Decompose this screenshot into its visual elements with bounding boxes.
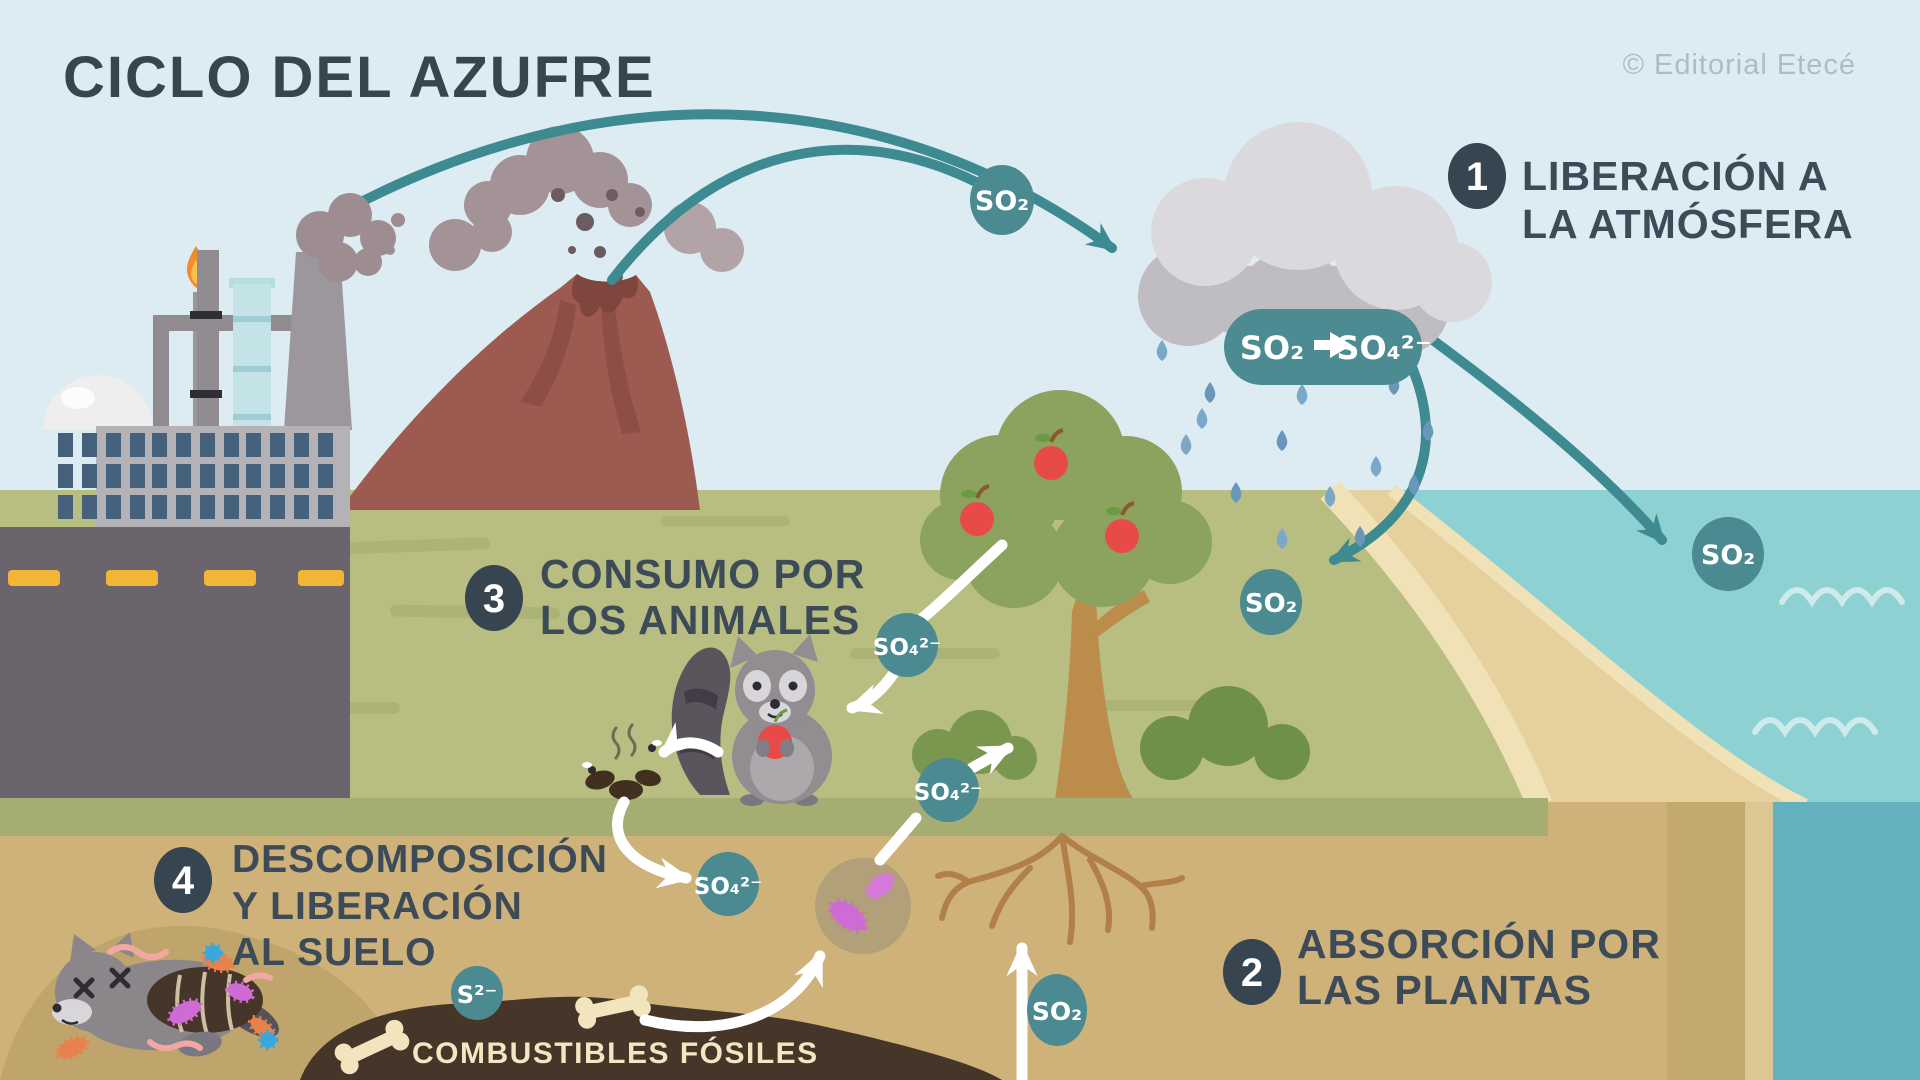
so2-badge-land: SO₂ — [1240, 569, 1302, 635]
bush-right — [1140, 686, 1310, 780]
copyright-notice: © Editorial Etecé — [1623, 49, 1856, 81]
svg-text:SO₄²⁻: SO₄²⁻ — [873, 635, 941, 661]
rainout-to-land-arrow — [1329, 337, 1431, 565]
svg-text:CONSUMO POR: CONSUMO POR — [540, 551, 865, 597]
rainout-to-sea-arrow — [1425, 333, 1667, 545]
svg-text:SO₄²⁻: SO₄²⁻ — [694, 874, 762, 900]
process-column — [233, 284, 271, 432]
svg-text:2: 2 — [1241, 951, 1263, 995]
svg-text:SO₂: SO₂ — [975, 186, 1029, 217]
sand-cliff-light — [1745, 802, 1773, 1080]
svg-text:4: 4 — [172, 859, 195, 903]
sea-wave — [1779, 587, 1905, 608]
so4-badge-soil: SO₄²⁻ — [914, 758, 982, 822]
so2-badge-sky: SO₂ — [970, 165, 1034, 235]
beach-sand — [1330, 490, 1805, 805]
beach-inner-band — [1320, 481, 1552, 811]
svg-text:LOS ANIMALES: LOS ANIMALES — [540, 597, 860, 643]
so2-to-so4-pill: SO₂ SO₄²⁻ — [1224, 309, 1432, 385]
step-3-label: 3 CONSUMO POR LOS ANIMALES — [465, 551, 865, 643]
step-1-label: 1 LIBERACIÓN A LA ATMÓSFERA — [1448, 143, 1854, 247]
rain-cloud — [1138, 122, 1492, 366]
worms — [107, 944, 273, 1052]
road-markings — [8, 570, 344, 586]
step-2-label: 2 ABSORCIÓN POR LAS PLANTAS — [1223, 921, 1661, 1013]
apples — [960, 428, 1139, 553]
volcano-illustration — [340, 126, 744, 510]
thin-stack — [197, 250, 219, 430]
column-cap — [229, 278, 275, 288]
svg-text:1: 1 — [1466, 155, 1488, 199]
svg-text:LIBERACIÓN A: LIBERACIÓN A — [1522, 153, 1829, 199]
x-eyes-icon — [73, 967, 131, 999]
so2-badge-underground: SO₂ — [1027, 974, 1087, 1046]
step-2-circle — [1223, 939, 1281, 1005]
beach-outer-band — [1388, 484, 1808, 811]
dead-animal-illustration — [52, 932, 279, 1061]
pill-so2-label: SO₂ — [1240, 329, 1304, 367]
svg-text:3: 3 — [483, 577, 505, 621]
bacterium-icon — [827, 898, 869, 934]
svg-text:S²⁻: S²⁻ — [457, 981, 497, 1009]
svg-text:AL SUELO: AL SUELO — [232, 931, 436, 974]
head — [735, 650, 815, 730]
main-chimney — [284, 252, 352, 430]
pipe-horizontal — [153, 315, 293, 331]
svg-text:DESCOMPOSICIÓN: DESCOMPOSICIÓN — [232, 837, 608, 881]
pill-so4-label: SO₄²⁻ — [1336, 329, 1431, 367]
tree-canopy — [920, 390, 1212, 608]
page-title: CICLO DEL AZUFRE — [63, 45, 656, 110]
so4-badge-decomposition: SO₄²⁻ — [694, 852, 762, 916]
pipe-elbow — [153, 315, 169, 430]
step-3-circle — [465, 565, 523, 631]
svg-text:Y LIBERACIÓN: Y LIBERACIÓN — [232, 884, 523, 928]
svg-text:LAS PLANTAS: LAS PLANTAS — [1297, 967, 1592, 1013]
svg-text:SO₂: SO₂ — [1701, 540, 1755, 571]
carcass-bacteria — [54, 942, 279, 1061]
fossil-fuels-label: COMBUSTIBLES FÓSILES — [412, 1036, 819, 1070]
turf-strip — [0, 798, 1548, 836]
so4-badge-consumption: SO₄²⁻ — [873, 613, 941, 677]
apple-tree — [920, 390, 1212, 806]
factory-road — [0, 527, 350, 802]
step-4-circle — [154, 847, 212, 913]
step-4-label: 4 DESCOMPOSICIÓN Y LIBERACIÓN AL SUELO — [154, 837, 608, 974]
svg-text:SO₄²⁻: SO₄²⁻ — [914, 780, 982, 806]
animal-droppings — [582, 723, 662, 800]
step-1-circle — [1448, 143, 1506, 209]
so2-badge-sea: SO₂ — [1692, 517, 1764, 591]
stink-lines-icon — [611, 723, 637, 760]
bacterium-icon — [864, 871, 896, 901]
cycle-arrows-white — [612, 539, 1038, 1080]
tail — [671, 647, 731, 795]
svg-text:SO₂: SO₂ — [1032, 997, 1082, 1026]
soil-microbes — [815, 858, 911, 954]
sand-cliff-dark — [1667, 802, 1745, 1080]
tree-roots — [935, 833, 1185, 945]
pill-arrow-icon — [1314, 332, 1352, 358]
s2-badge-fossil: S²⁻ — [451, 966, 503, 1020]
factory-illustration — [0, 193, 405, 802]
svg-text:LA ATMÓSFERA: LA ATMÓSFERA — [1522, 201, 1854, 247]
volcano-emission-arrow — [607, 144, 1013, 285]
svg-text:SO₂: SO₂ — [1245, 589, 1297, 619]
svg-text:ABSORCIÓN POR: ABSORCIÓN POR — [1297, 921, 1661, 967]
tree-trunk — [1054, 592, 1138, 806]
sea-wave — [1752, 717, 1878, 738]
flare-pole — [193, 292, 200, 437]
factory-smoke — [296, 193, 405, 282]
underwater-section — [1773, 802, 1920, 1080]
